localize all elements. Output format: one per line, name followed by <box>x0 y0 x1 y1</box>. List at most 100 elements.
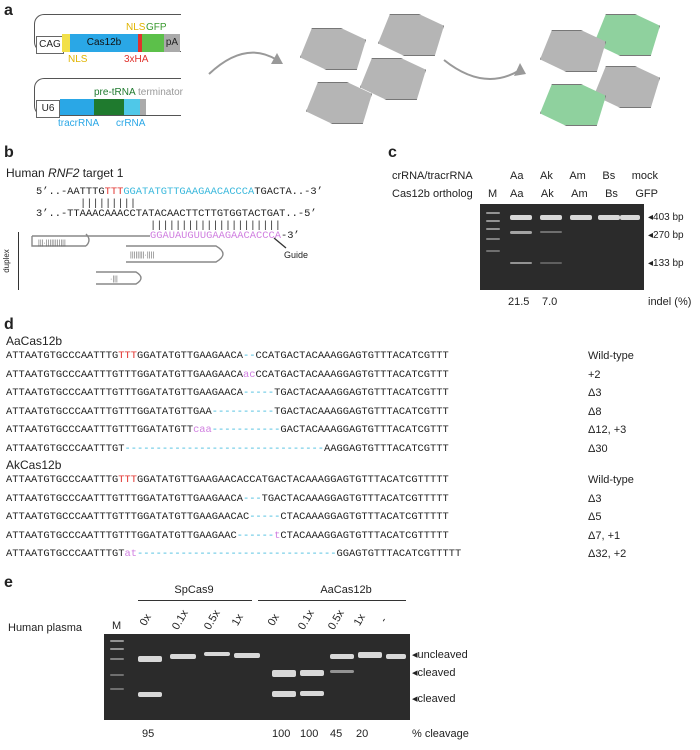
panel-b-label: b <box>4 144 14 161</box>
aa-mutation-label: Δ30 <box>588 442 608 455</box>
plasma-lane-label: 0.1x <box>170 607 191 633</box>
cas12b-block: Cas12b <box>70 34 138 52</box>
lane-label: Bs <box>602 170 616 182</box>
panel-d-label: d <box>4 316 14 333</box>
plasma-lane-label: 1x <box>351 611 368 629</box>
plasma-label: Human plasma <box>8 622 82 634</box>
aacas12b-group-label: AaCas12b <box>320 584 372 596</box>
lane-label: Bs <box>605 188 618 200</box>
size-label-403: ◂403 bp <box>648 212 684 223</box>
nls-top-label: NLS <box>126 22 146 33</box>
panel-c-label: c <box>388 144 397 161</box>
crrna-row-label: crRNA/tracrRNA <box>392 170 473 182</box>
duplex-label: crRNA/tracrRNA duplex <box>0 231 11 291</box>
pretrna-block <box>94 99 124 115</box>
band-label-cleaved: ◂cleaved <box>412 693 456 705</box>
ha-tag-label: 3xHA <box>124 54 149 65</box>
plasma-lane-label: 0.5x <box>202 607 223 633</box>
panel-a-label: a <box>4 2 13 19</box>
pairing-marks-guide: ||||||||||||||||||||| <box>150 220 281 232</box>
cell-icon <box>540 30 606 72</box>
gel-image-e <box>104 634 410 720</box>
ortholog-row-label: Cas12b ortholog <box>392 188 473 200</box>
lane-label: GFP <box>635 188 658 200</box>
pretrna-label: pre-tRNA <box>94 87 136 98</box>
plasma-lane-label: 0.5x <box>326 607 347 633</box>
nls-bottom-label: NLS <box>68 54 88 65</box>
svg-text:||||||||·||||: ||||||||·|||| <box>130 252 154 259</box>
group-underline <box>138 600 252 601</box>
ak-sequence-row: ATTAATGTGCCCAATTTGTTTGGATATGTTGAAGAACA--… <box>6 492 449 505</box>
marker-label: M <box>488 188 498 200</box>
ak-mutation-label: Δ3 <box>588 492 602 505</box>
target-title: Human RNF2 target 1 <box>6 166 124 180</box>
spcas9-group-label: SpCas9 <box>174 584 214 596</box>
ha-tag-block <box>138 34 142 52</box>
cell-icon <box>378 14 444 56</box>
gfp-block <box>142 34 164 52</box>
ak-section-title: AkCas12b <box>6 458 62 472</box>
aa-mutation-label: Δ3 <box>588 387 602 399</box>
indel-value: 7.0 <box>542 296 558 308</box>
gel-image-c <box>480 204 644 290</box>
target-bottom-strand: 3’..-TTAAACAAACCTATACAACTTCTTGTGGTACTGAT… <box>36 208 317 220</box>
vector2-backbone <box>34 78 181 116</box>
ak-sequence-row: ATTAATGTGCCCAATTTGTTTGGATATGTTGAAGAACACC… <box>6 474 449 486</box>
lane-label: Am <box>569 170 586 182</box>
cleavage-value: 95 <box>142 728 155 740</box>
edited-cell-icon <box>540 84 606 126</box>
plasma-lane-label: 0x <box>137 611 154 629</box>
terminator-block <box>140 99 146 115</box>
aa-sequence-row: ATTAATGTGCCCAATTTGTTTGGATATGTTcaa-------… <box>6 424 449 436</box>
cag-promoter: CAG <box>36 36 64 54</box>
tracrrna-block <box>60 99 94 115</box>
band-label-uncleaved: ◂uncleaved <box>412 649 468 661</box>
lane-label: Am <box>571 188 588 200</box>
aa-mutation-label: Δ8 <box>588 405 602 418</box>
aa-sequence-row: ATTAATGTGCCCAATTTGT---------------------… <box>6 442 449 455</box>
cleavage-axis-label: % cleavage <box>412 728 469 740</box>
terminator-label: terminator <box>138 87 184 98</box>
panel-e-label: e <box>4 574 13 591</box>
gfp-label: GFP <box>146 22 167 33</box>
plasma-lane-label: 0.1x <box>296 607 317 633</box>
guide-label: Guide <box>284 250 309 260</box>
cell-icon <box>300 28 366 70</box>
plasma-lane-label: 0x <box>265 611 282 629</box>
indel-value: 21.5 <box>508 296 530 308</box>
lane-label: mock <box>631 170 658 182</box>
indel-axis-label: indel (%) <box>648 296 692 308</box>
arrow-icon-1 <box>208 51 283 75</box>
pa-block: pA <box>164 34 180 52</box>
marker-label: M <box>112 620 122 632</box>
size-label-270: ◂270 bp <box>648 230 684 241</box>
ak-sequence-row: ATTAATGTGCCCAATTTGTTTGGATATGTTGAAGAACAC-… <box>6 511 449 523</box>
aa-mutation-label: +2 <box>588 368 601 381</box>
lane-label: Aa <box>510 188 524 200</box>
ak-sequence-row: ATTAATGTGCCCAATTTGTat-------------------… <box>6 548 462 560</box>
ak-sequence-row: ATTAATGTGCCCAATTTGTTTGGATATGTTGAAGAAC---… <box>6 529 449 542</box>
nls-block-left <box>62 34 70 52</box>
band-label-cleaved: ◂cleaved <box>412 667 456 679</box>
cleavage-value: 20 <box>356 728 369 740</box>
duplex-bracket <box>18 232 19 290</box>
target-top-strand: 5’..-AATTTGTTTGGATATGTTGAAGAACACCCATGACT… <box>36 186 323 198</box>
crrna-label: crRNA <box>116 118 146 129</box>
svg-text:·|||: ·||| <box>110 276 118 283</box>
aa-sequence-row: ATTAATGTGCCCAATTTGTTTGGATATGTTGAAGAACAac… <box>6 368 449 381</box>
guide-pointer-icon <box>273 237 287 249</box>
pairing-marks-top: ||||||||| <box>80 198 137 210</box>
lane-label: Ak <box>539 170 553 182</box>
size-label-133: ◂133 bp <box>648 258 684 269</box>
ak-mutation-label: Δ5 <box>588 511 602 523</box>
aa-sequence-row: ATTAATGTGCCCAATTTGTTTGGATATGTTGAAGAACA--… <box>6 350 449 362</box>
ak-mutation-label: Wild-type <box>588 474 634 486</box>
crrna-block <box>124 99 140 115</box>
duplex-structure-diagram: |||·||||||||||| ||||||||·|||| ·||| <box>31 233 224 285</box>
aa-mutation-label: Δ12, +3 <box>588 424 627 436</box>
aa-mutation-label: Wild-type <box>588 350 634 362</box>
u6-promoter: U6 <box>36 100 60 118</box>
svg-text:|||·|||||||||||: |||·||||||||||| <box>38 240 66 247</box>
